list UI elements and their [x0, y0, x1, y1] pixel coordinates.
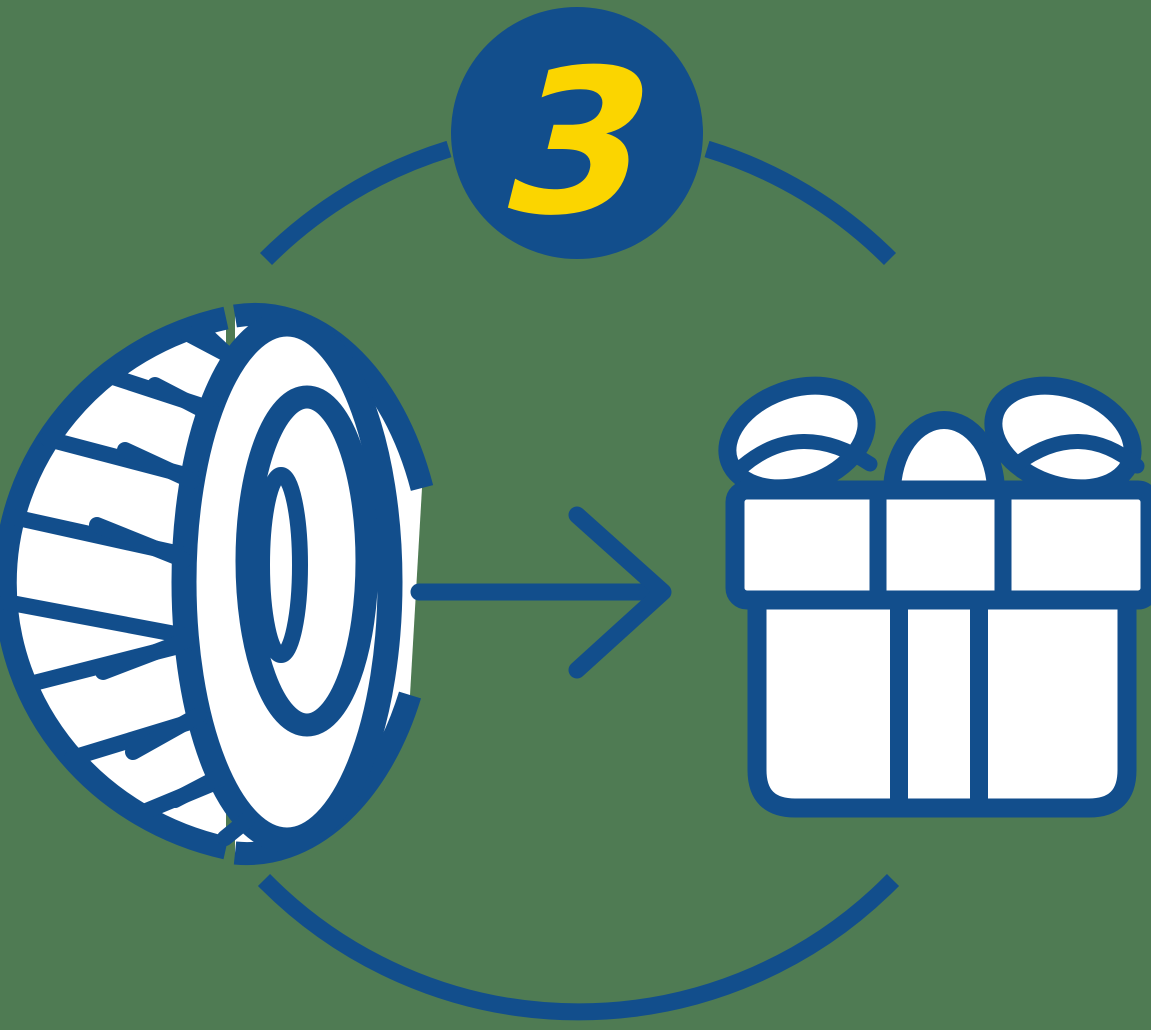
bow-loop-left-inner-line — [735, 434, 878, 474]
tread-dash-short — [117, 442, 200, 489]
tread-dash-short — [167, 769, 227, 808]
tread-dash-short — [217, 812, 255, 846]
circle-arc-upper-right — [704, 140, 897, 266]
tread-dash — [0, 594, 194, 644]
gift-box-body — [747, 590, 1137, 818]
bow-loop-right-inner-line — [1009, 434, 1145, 474]
step-badge: 3 — [451, 7, 703, 259]
tire-tread-pattern — [0, 323, 255, 846]
gift-icon — [718, 376, 1151, 818]
circle-arc-bottom — [257, 874, 900, 1021]
gift-box-lid — [725, 480, 1151, 610]
tread-dash-short — [198, 327, 242, 369]
arrow-right-icon — [410, 506, 672, 679]
tread-dash-short — [89, 517, 192, 568]
tire-hub-center — [254, 467, 308, 663]
bow-knot — [882, 411, 1006, 501]
step-badge-circle — [451, 7, 703, 259]
tread-dash-short — [125, 707, 207, 760]
tread-dash-short — [95, 632, 195, 680]
tire-tread-outer-edge — [0, 306, 229, 860]
circle-arc-upper-left — [259, 140, 452, 266]
arrow-head — [568, 506, 672, 679]
tread-dash-short — [147, 377, 217, 421]
cycle-circle — [257, 140, 900, 1021]
tire-icon — [0, 302, 434, 866]
